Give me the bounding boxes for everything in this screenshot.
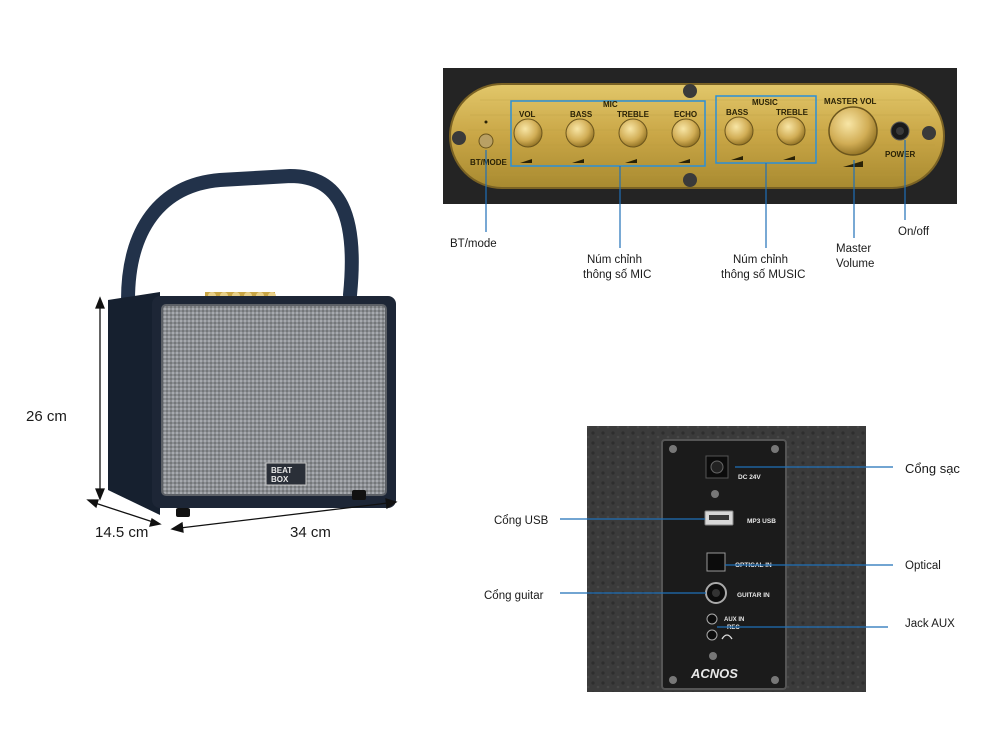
music-group-label: MUSIC (752, 98, 778, 107)
callout-bt-mode: BT/mode (450, 238, 497, 250)
mp3-usb-label: MP3 USB (747, 518, 776, 525)
panel-screws (452, 84, 936, 187)
callout-mic-line2: thông số MIC (583, 269, 651, 281)
optical-port[interactable] (706, 552, 726, 572)
speaker-foot-left (176, 508, 190, 517)
rear-callout-lines (560, 466, 893, 628)
music-treble-knob[interactable] (776, 116, 806, 146)
dc-label: DC 24V (738, 474, 761, 481)
logo-line-2: BOX (271, 475, 289, 484)
dimension-width: 34 cm (290, 524, 331, 541)
guitar-label: GUITAR IN (737, 592, 770, 599)
top-control-panel: BT/MODE MIC VOL BASS TREBLE ECHO MUSIC B… (443, 68, 957, 204)
aux-in-label: AUX IN (724, 617, 744, 623)
music-bass-knob[interactable] (724, 116, 754, 146)
rear-brand: ACNOS (690, 666, 738, 681)
speaker-grille (161, 304, 387, 496)
mic-treble-knob[interactable] (618, 118, 648, 148)
rec-jack[interactable] (706, 629, 718, 641)
speaker-logo: BEAT BOX (265, 462, 307, 486)
callout-master-line2: Volume (836, 258, 874, 270)
speaker-handle (121, 168, 359, 307)
top-callout-lines (485, 140, 906, 248)
callout-usb: Cổng USB (494, 515, 549, 527)
speaker-side (108, 292, 160, 515)
callout-master-line1: Master (836, 243, 871, 255)
bt-mode-label: BT/MODE (470, 158, 508, 167)
mic-echo-label: ECHO (674, 110, 697, 119)
master-volume-knob[interactable] (828, 106, 878, 156)
rear-panel-photo: DC 24V MP3 USB OPTICAL IN GUITAR IN AUX … (587, 426, 866, 692)
mic-bass-label: BASS (570, 110, 593, 119)
mic-bass-knob[interactable] (565, 118, 595, 148)
music-treble-label: TREBLE (776, 108, 809, 117)
callout-optical: Optical (905, 560, 941, 572)
bt-mode-button[interactable] (478, 133, 494, 149)
callout-aux: Jack AUX (905, 618, 955, 630)
dimension-arrows (86, 296, 398, 533)
rec-label: REC (727, 625, 740, 631)
callout-guitar: Cổng guitar (484, 590, 544, 602)
mic-vol-knob[interactable] (513, 118, 543, 148)
callout-onoff: On/off (898, 226, 930, 238)
callout-charge: Cổng sạc (905, 461, 960, 476)
rear-screws (669, 445, 779, 684)
mic-treble-label: TREBLE (617, 110, 650, 119)
callout-mic-line1: Núm chỉnh (587, 254, 642, 266)
master-vol-label: MASTER VOL (824, 97, 877, 106)
aux-jack[interactable] (706, 613, 718, 625)
logo-line-1: BEAT (271, 466, 292, 475)
mic-echo-knob[interactable] (671, 118, 701, 148)
callout-music-line1: Núm chỉnh (733, 254, 788, 266)
mic-group-label: MIC (603, 100, 618, 109)
speaker-foot-right (352, 490, 366, 500)
callout-music-line2: thông số MUSIC (721, 269, 805, 281)
music-bass-label: BASS (726, 108, 749, 117)
power-label: POWER (885, 150, 915, 159)
dimension-height: 26 cm (26, 408, 67, 425)
dimension-depth: 14.5 cm (95, 524, 148, 541)
speaker-illustration: BEAT BOX (108, 168, 396, 517)
mic-group-box (510, 100, 706, 167)
mic-vol-label: VOL (519, 110, 536, 119)
headphone-icon (721, 634, 733, 640)
